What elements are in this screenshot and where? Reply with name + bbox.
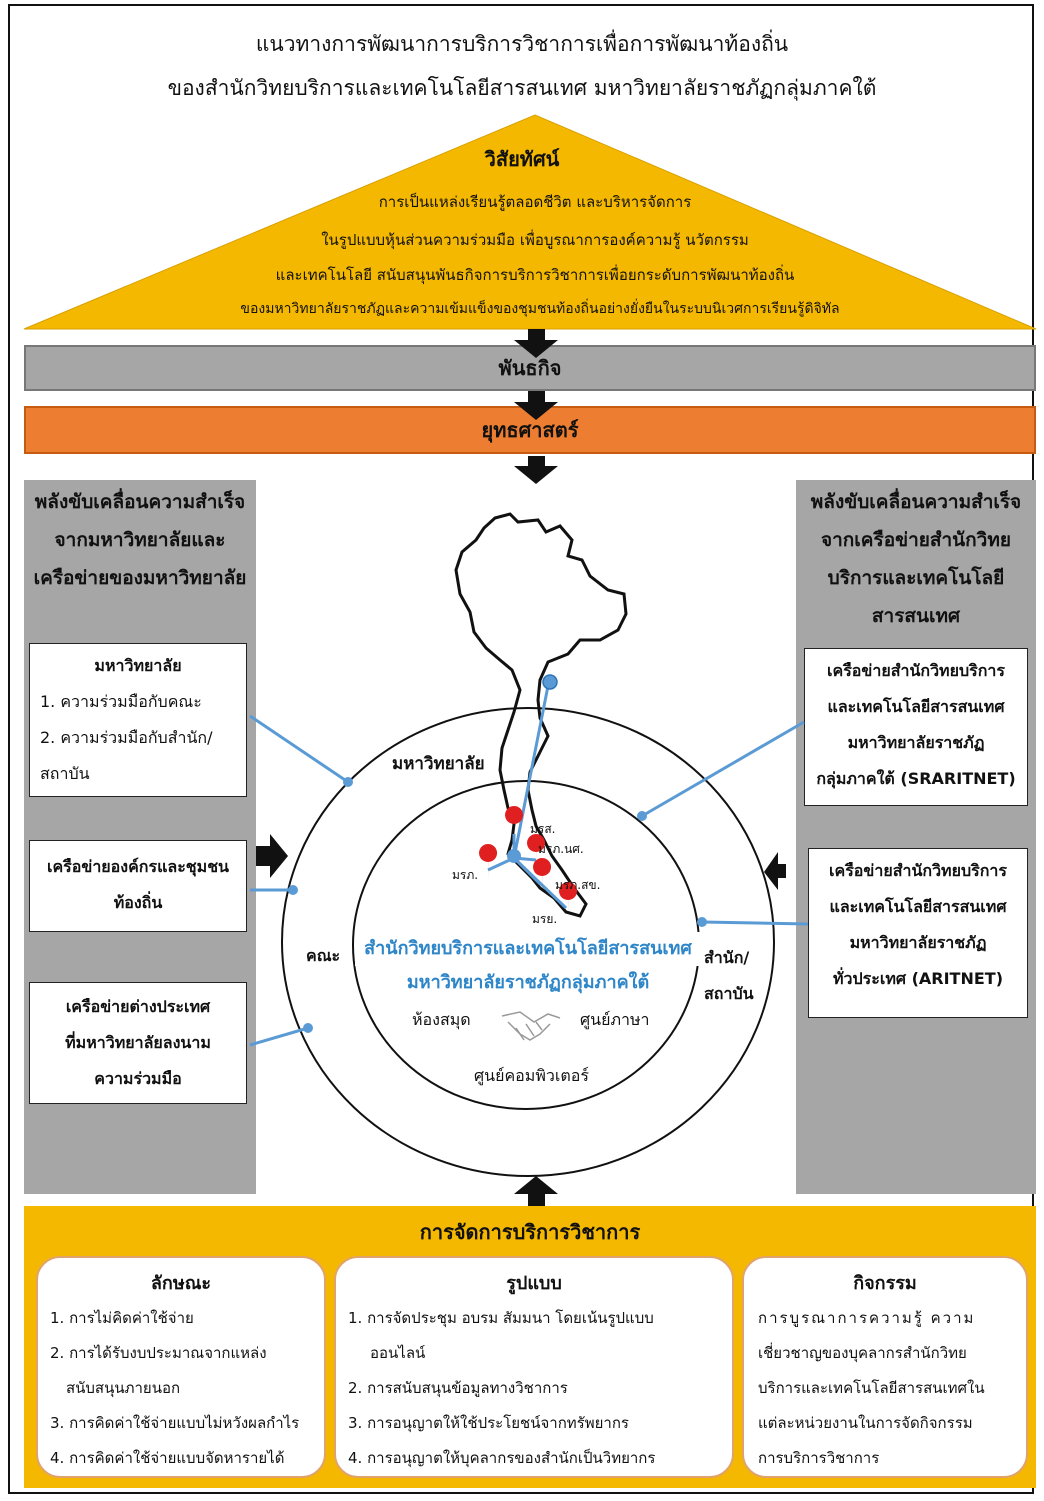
- vision-line-2: ในรูปแบบหุ้นส่วนความร่วมมือ เพื่อบูรณากา…: [321, 231, 749, 249]
- left-heading-line: พลังขับเคลื่อนความสำเร็จ: [34, 491, 246, 513]
- srari-line: และเทคโนโลยีสารสนเทศ: [827, 697, 1005, 716]
- right-heading-line: สารสนเทศ: [871, 605, 961, 627]
- connector-dots: [288, 674, 707, 1033]
- map-label-mrs: มรส.: [530, 822, 556, 836]
- map-pin-icon: [533, 858, 552, 894]
- nature-card: ลักษณะ 1. การไม่คิดค่าใช้จ่าย 2. การได้ร…: [36, 1256, 326, 1478]
- foreign-network-line: เครือข่ายต่างประเทศ: [65, 997, 211, 1016]
- institute-label: สำนัก/ สถาบัน: [704, 940, 754, 1012]
- map-pin-icon: [479, 844, 498, 880]
- computer-center-label: ศูนย์คอมพิวเตอร์: [474, 1066, 589, 1085]
- library-label: ห้องสมุด: [412, 1010, 471, 1029]
- nature-line: 2. การได้รับงบประมาณจากแหล่ง: [50, 1344, 267, 1362]
- foreign-network-line: ที่มหาวิทยาลัยลงนาม: [65, 1033, 211, 1052]
- activity-line: การบูรณาการความรู้ ความ: [758, 1309, 976, 1327]
- activity-card: กิจกรรม การบูรณาการความรู้ ความ เชี่ยวชา…: [742, 1256, 1028, 1478]
- vision-heading: วิสัยทัศน์: [484, 147, 560, 171]
- activity-line: บริการและเทคโนโลยีสารสนเทศใน: [758, 1379, 985, 1397]
- nature-line: 4. การคิดค่าใช้จ่ายแบบจัดหารายได้: [50, 1449, 285, 1467]
- activity-line: เชี่ยวชาญของบุคลากรสำนักวิทย: [758, 1344, 967, 1362]
- left-panel-heading: พลังขับเคลื่อนความสำเร็จ จากมหาวิทยาลัยแ…: [24, 483, 256, 597]
- map-label-mrpsk: มรภ.สข.: [555, 878, 601, 892]
- arrow-down-icon: [514, 456, 558, 484]
- center-title-line: มหาวิทยาลัยราชภัฏกลุ่มภาคใต้: [406, 972, 650, 993]
- right-heading-line: บริการและเทคโนโลยี: [827, 567, 1005, 589]
- language-center-label: ศูนย์ภาษา: [580, 1010, 650, 1029]
- arrow-right-icon: [256, 834, 288, 878]
- local-network-line: ท้องถิ่น: [113, 893, 163, 912]
- activity-line: การบริการวิชาการ: [758, 1449, 880, 1467]
- arrow-left-icon: [764, 852, 786, 890]
- format-line: 4. การอนุญาตให้บุคลากรของสำนักเป็นวิทยาก…: [348, 1449, 656, 1467]
- srari-network-box: เครือข่ายสำนักวิทยบริการ และเทคโนโลยีสาร…: [804, 648, 1028, 806]
- right-panel: [796, 480, 1036, 1194]
- nature-heading: ลักษณะ: [150, 1273, 212, 1294]
- vision-line-3: และเทคโนโลยี สนับสนุนพันธกิจการบริการวิช…: [275, 266, 795, 284]
- nature-line: สนับสนุนภายนอก: [66, 1379, 181, 1397]
- left-heading-line: จากมหาวิทยาลัยและ: [54, 529, 226, 551]
- university-ring-label: มหาวิทยาลัย: [392, 754, 485, 774]
- arrow-down-icon: [514, 391, 558, 420]
- format-line: ออนไลน์: [370, 1344, 426, 1362]
- srari-line: กลุ่มภาคใต้ (SRARITNET): [816, 769, 1016, 788]
- format-card: รูปแบบ 1. การจัดประชุม อบรม สัมมนา โดยเน…: [334, 1256, 734, 1478]
- format-line: 3. การอนุญาตให้ใช้ประโยชน์จากทรัพยากร: [348, 1414, 629, 1432]
- srari-line: เครือข่ายสำนักวิทยบริการ: [827, 661, 1005, 680]
- right-heading-line: จากเครือข่ายสำนักวิทย: [821, 529, 1011, 551]
- university-box: มหาวิทยาลัย 1. ความร่วมมือกับคณะ 2. ความ…: [29, 643, 247, 797]
- university-box-line: สถาบัน: [40, 764, 90, 783]
- faculty-label: คณะ: [306, 946, 341, 965]
- handshake-icon: [501, 1011, 561, 1041]
- ari-line: ทั่วประเทศ (ARITNET): [832, 969, 1004, 988]
- map-pin-icon: [505, 806, 524, 844]
- nature-line: 3. การคิดค่าใช้จ่ายแบบไม่หวังผลกำไร: [50, 1414, 300, 1432]
- vision-line-4: ของมหาวิทยาลัยราชภัฏและความเข้มแข็งของชุ…: [240, 301, 840, 317]
- center-office-title: สำนักวิทยบริการและเทคโนโลยีสารสนเทศ มหาว…: [355, 932, 701, 1000]
- map-pin-icon: [559, 882, 578, 918]
- ari-network-box: เครือข่ายสำนักวิทยบริการ และเทคโนโลยีสาร…: [808, 848, 1028, 1018]
- title-line-2: ของสำนักวิทยบริการและเทคโนโลยีสารสนเทศ ม…: [167, 76, 877, 100]
- local-network-box: เครือข่ายองค์กรและชุมชน ท้องถิ่น: [29, 840, 247, 932]
- university-box-line: 2. ความร่วมมือกับสำนัก/: [40, 728, 213, 747]
- nature-line: 1. การไม่คิดค่าใช้จ่าย: [50, 1309, 194, 1327]
- vision-line-1: การเป็นแหล่งเรียนรู้ตลอดชีวิต และบริหารจ…: [378, 193, 692, 211]
- left-heading-line: เครือข่ายของมหาวิทยาลัย: [33, 567, 247, 589]
- management-heading: การจัดการบริการวิชาการ: [419, 1220, 641, 1244]
- arrow-up-icon: [514, 1176, 558, 1206]
- foreign-network-line: ความร่วมมือ: [94, 1069, 182, 1088]
- foreign-network-box: เครือข่ายต่างประเทศ ที่มหาวิทยาลัยลงนาม …: [29, 982, 247, 1104]
- institute-label-line: สถาบัน: [704, 984, 754, 1003]
- ari-line: เครือข่ายสำนักวิทยบริการ: [829, 861, 1007, 880]
- srari-line: มหาวิทยาลัยราชภัฏ: [847, 733, 985, 752]
- format-heading: รูปแบบ: [506, 1273, 562, 1294]
- university-box-line: 1. ความร่วมมือกับคณะ: [40, 692, 202, 711]
- activity-line: แต่ละหน่วยงานในการจัดกิจกรรม: [758, 1414, 973, 1432]
- map-label-mry: มรย.: [532, 912, 558, 926]
- institute-label-line: สำนัก/: [704, 948, 750, 967]
- thailand-map: [454, 512, 628, 918]
- format-line: 2. การสนับสนุนข้อมูลทางวิชาการ: [348, 1379, 568, 1397]
- format-line: 1. การจัดประชุม อบรม สัมมนา โดยเน้นรูปแบ…: [348, 1309, 654, 1327]
- local-network-line: เครือข่ายองค์กรและชุมชน: [47, 857, 229, 876]
- map-pin-icon: [527, 834, 546, 870]
- activity-heading: กิจกรรม: [853, 1273, 917, 1294]
- right-panel-heading: พลังขับเคลื่อนความสำเร็จ จากเครือข่ายสำน…: [796, 483, 1036, 635]
- ari-line: มหาวิทยาลัยราชภัฏ: [849, 933, 987, 952]
- center-title-line: สำนักวิทยบริการและเทคโนโลยีสารสนเทศ: [355, 932, 701, 966]
- university-markers: [479, 806, 578, 918]
- connector-lines: [249, 685, 809, 1047]
- ari-line: และเทคโนโลยีสารสนเทศ: [829, 897, 1007, 916]
- university-box-heading: มหาวิทยาลัย: [94, 656, 182, 675]
- map-label-mrpns: มรภ.นศ.: [538, 842, 584, 856]
- map-label-mrp: มรภ.: [452, 868, 479, 882]
- right-heading-line: พลังขับเคลื่อนความสำเร็จ: [810, 491, 1022, 513]
- arrow-down-icon: [514, 329, 558, 358]
- title-line-1: แนวทางการพัฒนาการบริการวิชาการเพื่อการพั…: [255, 32, 789, 56]
